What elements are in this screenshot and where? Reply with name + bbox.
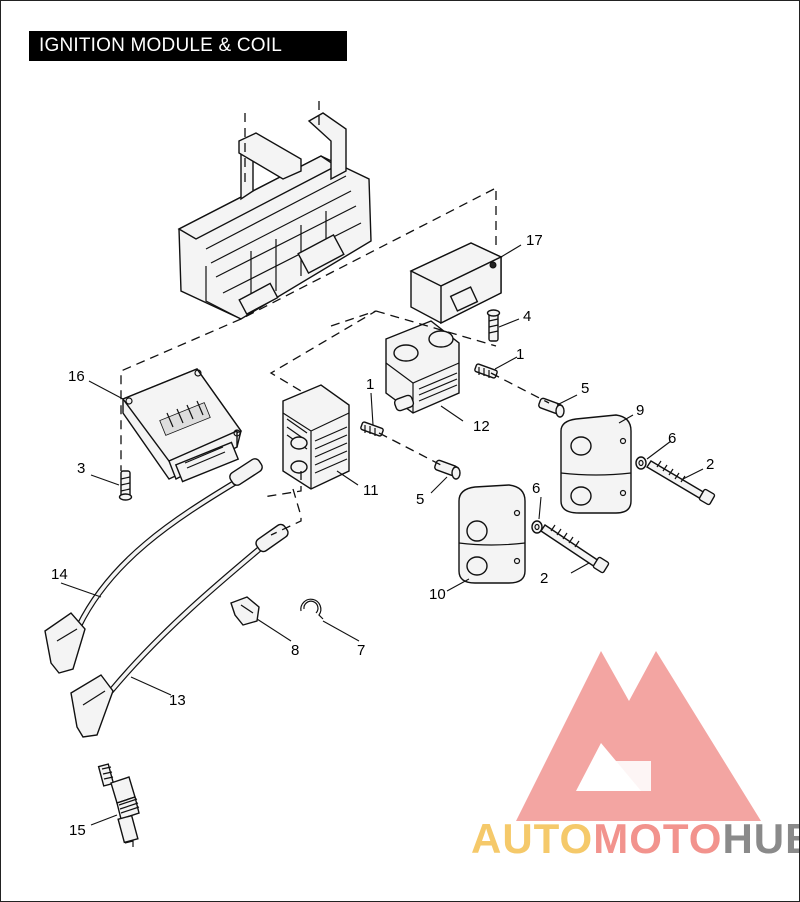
washer-6-lower (531, 520, 543, 534)
diagram-title: IGNITION MODULE & COIL (29, 31, 347, 61)
callout-5-upper: 5 (581, 380, 589, 397)
callout-6-lower: 6 (532, 480, 540, 497)
mounting-bracket (177, 101, 372, 320)
callout-5-lower: 5 (416, 491, 424, 508)
callout-1-upper: 1 (516, 346, 524, 363)
callout-4: 4 (523, 308, 531, 325)
ecm-module-16 (121, 368, 243, 483)
wire-clip-8 (230, 596, 260, 626)
callout-6-upper: 6 (668, 430, 676, 447)
watermark-text-hub: HUB (722, 815, 799, 862)
watermark-text-auto: AUTO (471, 815, 593, 862)
callout-3: 3 (77, 460, 85, 477)
callout-15: 15 (69, 822, 86, 839)
callout-labels: 17 4 1 1 5 5 9 6 6 2 2 16 12 11 3 10 14 … (51, 232, 714, 839)
callout-14: 14 (51, 566, 68, 583)
washer-6-upper (635, 456, 647, 470)
leader-lines (60, 244, 704, 826)
callout-13: 13 (169, 692, 186, 709)
watermark-text-moto: MOTO (593, 815, 722, 862)
screw-1-lower (360, 421, 384, 437)
callout-9: 9 (636, 402, 644, 419)
watermark-text: AUTOMOTOHUB (471, 815, 799, 862)
coil-cover-9 (560, 414, 632, 514)
callout-8: 8 (291, 642, 299, 659)
bolt-2-lower (540, 524, 610, 574)
ignition-module-17 (409, 242, 503, 325)
watermark-logo (516, 651, 761, 821)
ignition-coil-11 (282, 384, 350, 490)
callout-7: 7 (357, 642, 365, 659)
spacer-5-upper (538, 397, 565, 418)
callout-2-upper: 2 (706, 456, 714, 473)
callout-16: 16 (68, 368, 85, 385)
screw-4 (486, 309, 501, 342)
assembly-guide-lines (120, 188, 550, 536)
callout-17: 17 (526, 232, 543, 249)
retaining-clip-7 (300, 598, 324, 620)
bolt-2-upper (646, 460, 716, 506)
spark-plug-15 (97, 763, 140, 847)
callout-1-lower: 1 (366, 376, 374, 393)
spacer-5-lower (434, 459, 461, 480)
callout-2-lower: 2 (540, 570, 548, 587)
callout-12: 12 (473, 418, 490, 435)
screw-3 (118, 470, 133, 501)
callout-10: 10 (429, 586, 446, 603)
coil-cover-10 (458, 484, 526, 584)
spark-plug-wire-14 (44, 458, 263, 674)
callout-11: 11 (363, 482, 379, 499)
screw-1-upper (474, 363, 498, 379)
ignition-coil-12 (385, 320, 460, 414)
